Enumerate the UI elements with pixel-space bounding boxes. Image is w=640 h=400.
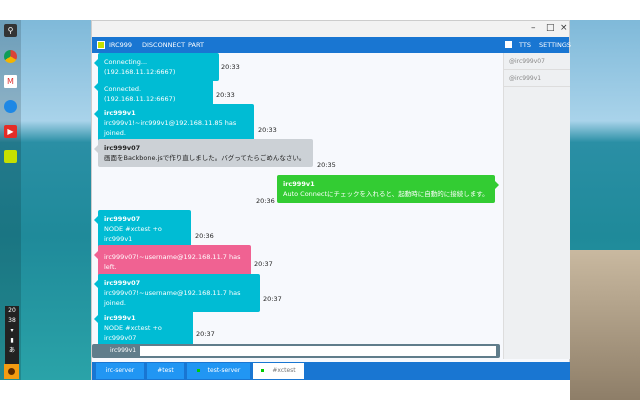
channel-tabs: irc-server #test test-server #xctest	[92, 362, 570, 380]
tab-irc-server[interactable]: irc-server	[96, 363, 144, 379]
settings-button[interactable]: SETTINGS	[539, 41, 572, 49]
app-logo-icon	[97, 41, 105, 49]
maximize-button[interactable]: □	[546, 23, 555, 33]
title-bar: – □ ×	[92, 21, 569, 37]
message-input[interactable]	[140, 346, 496, 356]
part-button[interactable]: PART	[188, 41, 204, 49]
message-time: 20:37	[263, 295, 282, 303]
app-title: IRC999	[109, 41, 133, 49]
message-time: 20:33	[221, 63, 240, 71]
status-area[interactable]: 20 38 ▾ ▮ あ	[5, 306, 19, 364]
youtube-icon[interactable]: ▶	[4, 125, 17, 138]
message-time: 20:35	[317, 161, 336, 169]
avatar[interactable]	[4, 364, 19, 379]
minimize-button[interactable]: –	[531, 23, 536, 33]
message-time: 20:36	[195, 232, 214, 240]
message-time: 20:33	[216, 91, 235, 99]
shelf: ⚲ M ▶	[0, 20, 21, 380]
tts-checkbox[interactable]	[505, 41, 512, 48]
current-nick: irc999v1	[110, 347, 137, 354]
clock-minute: 38	[8, 317, 16, 324]
message: irc999v07!~username@192.168.11.7 has lef…	[94, 245, 251, 279]
message-time: 20:37	[196, 330, 215, 338]
pier	[570, 250, 640, 400]
app-window: – □ × IRC999 DISCONNECT PART TTS SETTING…	[91, 20, 572, 380]
activity-dot-icon	[261, 369, 265, 372]
irc999-icon[interactable]	[4, 150, 17, 163]
tts-label: TTS	[519, 41, 531, 49]
user-item[interactable]: @irc999v07	[504, 53, 570, 70]
message-time: 20:37	[254, 260, 273, 268]
clock-hour: 20	[8, 307, 16, 314]
search-icon[interactable]: ⚲	[4, 24, 17, 37]
wifi-icon: ▾	[10, 327, 14, 334]
message-time: 20:36	[256, 197, 275, 205]
toolbar: IRC999 DISCONNECT PART TTS SETTINGS	[92, 37, 572, 53]
disconnect-button[interactable]: DISCONNECT	[142, 41, 186, 49]
gmail-icon[interactable]: M	[4, 75, 17, 88]
tab-test[interactable]: #test	[147, 363, 184, 379]
battery-icon: ▮	[10, 337, 14, 344]
ime-indicator: あ	[8, 347, 15, 354]
message: Connecting... (192.168.11.12:6667)	[94, 53, 219, 81]
input-bar: irc999v1	[92, 344, 500, 358]
files-icon[interactable]	[4, 100, 17, 113]
tab-test-server[interactable]: test-server	[187, 363, 250, 379]
activity-dot-icon	[196, 369, 200, 372]
user-list: @irc999v07 @irc999v1	[503, 53, 570, 359]
message-time: 20:33	[258, 126, 277, 134]
tab-xctest[interactable]: #xctest	[253, 363, 304, 379]
user-item[interactable]: @irc999v1	[504, 70, 570, 87]
chrome-icon[interactable]	[4, 50, 17, 63]
close-button[interactable]: ×	[560, 23, 568, 33]
